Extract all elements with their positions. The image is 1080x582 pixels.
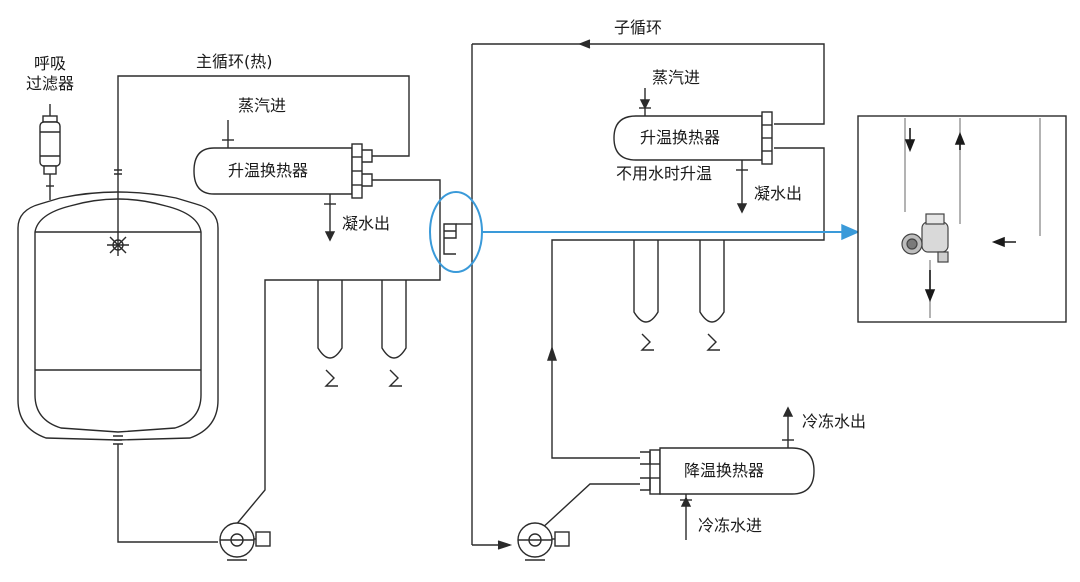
pump-right bbox=[517, 522, 570, 561]
heat-exchanger-right-label: 升温换热器 bbox=[640, 128, 721, 147]
heat-exchanger-left bbox=[193, 120, 373, 242]
sub-loop-piping bbox=[443, 39, 825, 550]
cooling-exchanger bbox=[640, 406, 815, 540]
breather-filter bbox=[39, 104, 61, 186]
steam-in-right-label: 蒸汽进 bbox=[652, 68, 701, 87]
cooling-exchanger-label: 降温换热器 bbox=[684, 461, 765, 480]
steam-in-left-label: 蒸汽进 bbox=[238, 96, 287, 115]
main-loop-label: 主循环(热) bbox=[196, 52, 273, 71]
condensate-out-left-label: 凝水出 bbox=[342, 214, 391, 233]
condensate-out-right-label: 凝水出 bbox=[754, 184, 803, 203]
pump-left bbox=[219, 522, 271, 561]
inset-detail-box bbox=[857, 115, 1067, 323]
heat-exchanger-right bbox=[613, 88, 773, 214]
detail-callout bbox=[429, 191, 860, 273]
main-loop-piping bbox=[114, 75, 441, 543]
heat-exchanger-left-label: 升温换热器 bbox=[228, 161, 309, 180]
breather-filter-label-line2: 过滤器 bbox=[25, 74, 74, 93]
reactor-tank bbox=[17, 185, 219, 445]
chilled-water-in-label: 冷冻水进 bbox=[698, 516, 763, 535]
heat-when-no-water-label: 不用水时升温 bbox=[616, 164, 713, 183]
chilled-water-out-label: 冷冻水出 bbox=[802, 412, 867, 431]
breather-filter-label-line1: 呼吸 bbox=[33, 54, 66, 73]
sub-loop-label: 子循环 bbox=[614, 18, 663, 37]
